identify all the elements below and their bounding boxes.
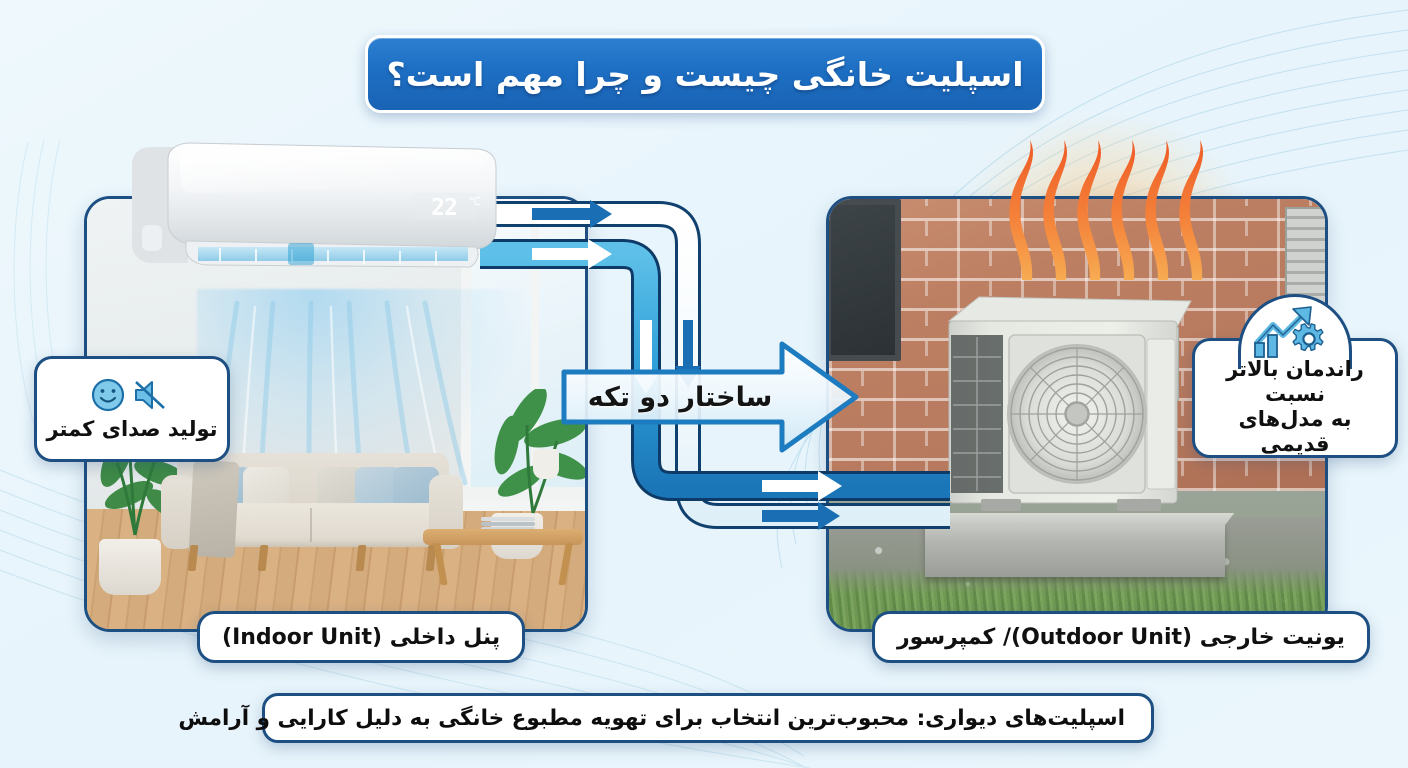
quiet-icons (90, 377, 174, 413)
page-title: اسپلیت خانگی چیست و چرا مهم است؟ (365, 35, 1045, 113)
smiley-face-icon (91, 378, 125, 411)
indoor-ac-unit: 22 ℃ (132, 142, 497, 268)
outdoor-unit-caption: یونیت خارجی (Outdoor Unit)/ کمپرسور (872, 611, 1370, 663)
sofa-leg (187, 545, 199, 571)
title-bar: اسپلیت خانگی چیست و چرا مهم است؟ (365, 35, 1045, 113)
outdoor-condenser-unit (947, 296, 1192, 511)
sofa-leg (355, 545, 367, 571)
summary-banner-text: اسپلیت‌های دیواری: محبوب‌ترین انتخاب برا… (178, 705, 1125, 731)
feature-badge-efficiency: راندمان بالاتر نسبت به مدل‌های قدیمی (1192, 294, 1398, 458)
indoor-unit-caption: پنل داخلی (Indoor Unit) (197, 611, 526, 663)
feature-badge-quiet: تولید صدای کمتر (34, 356, 230, 462)
svg-text:22: 22 (431, 195, 457, 221)
arrow-label: ساختار دو تکه (587, 381, 773, 413)
feature-efficiency-line1: راندمان بالاتر نسبت (1226, 357, 1364, 407)
heat-waves (1009, 140, 1204, 280)
summary-banner: اسپلیت‌های دیواری: محبوب‌ترین انتخاب برا… (178, 693, 1154, 743)
feature-quiet-text: تولید صدای کمتر (46, 416, 218, 441)
sofa-leg (257, 545, 269, 571)
indoor-unit-caption-text: پنل داخلی (Indoor Unit) (222, 624, 501, 650)
outdoor-unit-caption-text: یونیت خارجی (Outdoor Unit)/ کمپرسور (897, 624, 1345, 650)
svg-text:℃: ℃ (469, 195, 481, 208)
sofa (161, 443, 463, 571)
feature-efficiency-line2: به مدل‌های قدیمی (1238, 407, 1352, 456)
feature-efficiency-text: راندمان بالاتر نسبت به مدل‌های قدیمی (1195, 357, 1395, 456)
efficiency-icons (1249, 303, 1341, 361)
plant-pot-left (99, 539, 161, 595)
concrete-slab (925, 523, 1225, 577)
sofa-throw-blanket (188, 459, 240, 559)
efficiency-icon-group (1254, 306, 1324, 358)
speaker-mute-icon (135, 380, 165, 409)
page-title-text: اسپلیت خانگی چیست و چرا مهم است؟ (386, 54, 1024, 94)
gear-icon (1292, 323, 1324, 352)
